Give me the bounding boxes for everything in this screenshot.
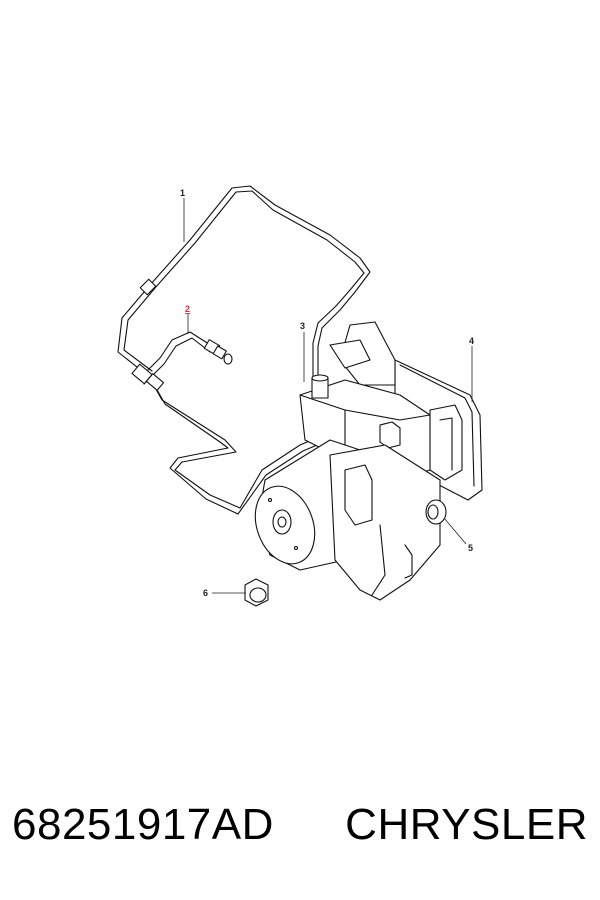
callout-1: 1: [180, 188, 185, 198]
callout-4: 4: [469, 336, 474, 346]
callout-6: 6: [203, 588, 208, 598]
brake-tube-1: [117, 185, 371, 381]
tube-fitting: [131, 363, 165, 391]
nut-6: [244, 578, 269, 607]
brand-name: CHRYSLER: [345, 800, 588, 849]
bolt-5: [425, 499, 447, 525]
part-number: 68251917AD: [12, 800, 274, 849]
leader-line-5: [443, 517, 467, 545]
footer-caption: 68251917AD CHRYSLER: [0, 800, 600, 870]
callout-2[interactable]: 2: [185, 304, 190, 314]
callout-3: 3: [300, 321, 305, 331]
brake-tube-2: [139, 331, 233, 385]
callout-5: 5: [468, 543, 473, 553]
mounting-bracket: [329, 444, 441, 601]
